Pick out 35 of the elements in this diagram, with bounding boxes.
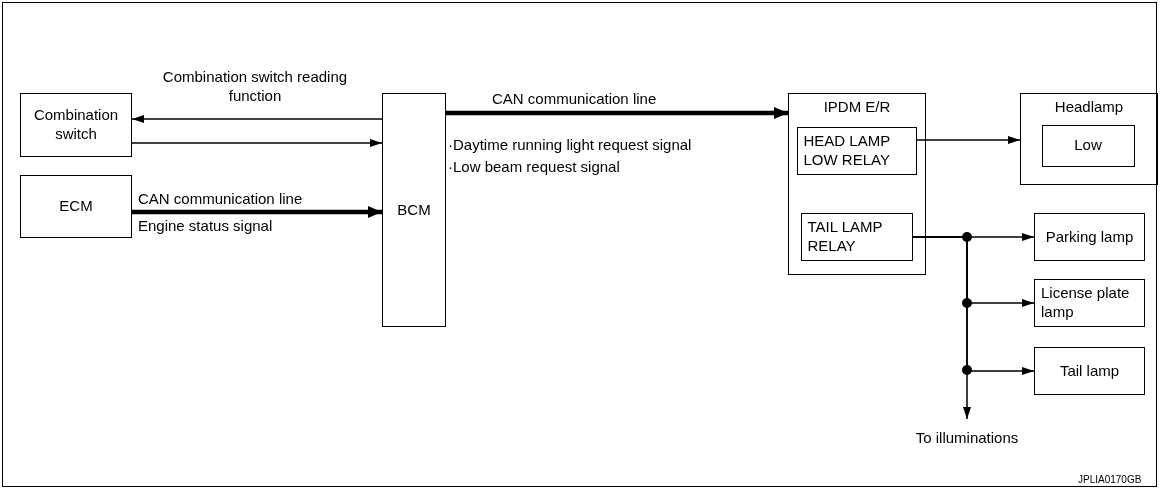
component-box: [1041, 124, 1135, 167]
component-box: [20, 93, 132, 157]
node-label: Tail lamp: [1059, 361, 1120, 381]
node-label: Parking lamp: [1045, 227, 1134, 247]
module-box: [1020, 93, 1158, 185]
arrow: [131, 139, 383, 147]
edge-label: Combination switch reading function: [161, 68, 349, 106]
signal-label: ·Low beam request signal: [448, 158, 620, 177]
signal-label: ·Daytime running light request signal: [448, 136, 692, 155]
node-label: BCM: [397, 200, 431, 220]
component-box: [800, 212, 913, 261]
component-box: [1034, 347, 1145, 395]
module-box: [788, 93, 926, 275]
node-label: ECM: [59, 197, 93, 216]
node-label: HEAD LAMP LOW RELAY: [803, 131, 891, 170]
node-label: Combination switch: [32, 106, 120, 144]
node-label: IPDM E/R: [823, 98, 891, 117]
edge-label: CAN communication line: [492, 90, 657, 109]
component-box: [1034, 279, 1145, 327]
node-label: TAIL LAMP RELAY: [807, 217, 884, 256]
component-box: [382, 93, 446, 327]
component-box: [20, 175, 132, 238]
arrow: [131, 115, 383, 123]
component-box: [1034, 213, 1145, 261]
signal-label: Engine status signal: [138, 217, 273, 236]
figure-code: JPLIA0170GB: [1078, 474, 1142, 487]
arrow: [916, 136, 1021, 144]
arrow: [446, 107, 788, 119]
node-label: Low: [1074, 136, 1102, 155]
arrow: [132, 206, 382, 218]
component-box: [796, 126, 917, 175]
node-label: Headlamp: [1054, 98, 1124, 117]
edge-label: CAN communication line: [138, 190, 303, 209]
destination-label: To illuminations: [915, 428, 1019, 448]
node-label: License plate lamp: [1041, 284, 1131, 322]
